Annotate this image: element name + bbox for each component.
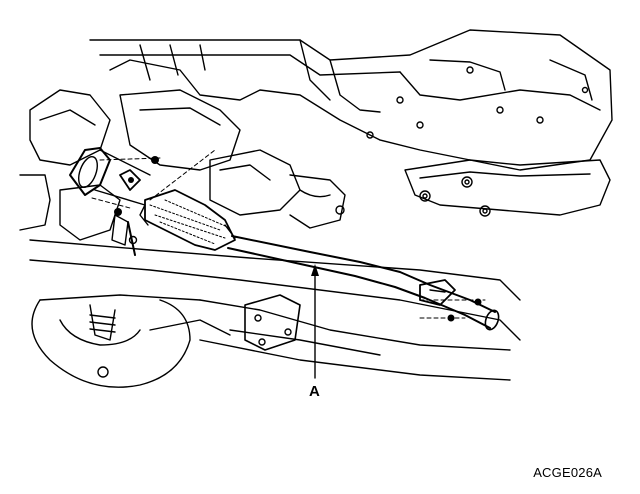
- suspension-area: [31, 299, 231, 388]
- exhaust-pipe: [227, 235, 500, 331]
- cross-member: [29, 239, 521, 381]
- callout-arrow: [311, 264, 319, 379]
- figure-code: ACGE026A: [533, 465, 602, 480]
- bolt-markers: [114, 156, 482, 322]
- underbody-panel: [89, 29, 613, 171]
- rear-mount-bracket: [404, 159, 611, 217]
- engine-area: [19, 89, 346, 241]
- rear-hanger: [419, 279, 456, 306]
- flexible-joint: [139, 189, 236, 251]
- callout-label-a: A: [309, 383, 320, 400]
- alignment-lines: [91, 149, 486, 319]
- mounting-plate: [244, 294, 301, 351]
